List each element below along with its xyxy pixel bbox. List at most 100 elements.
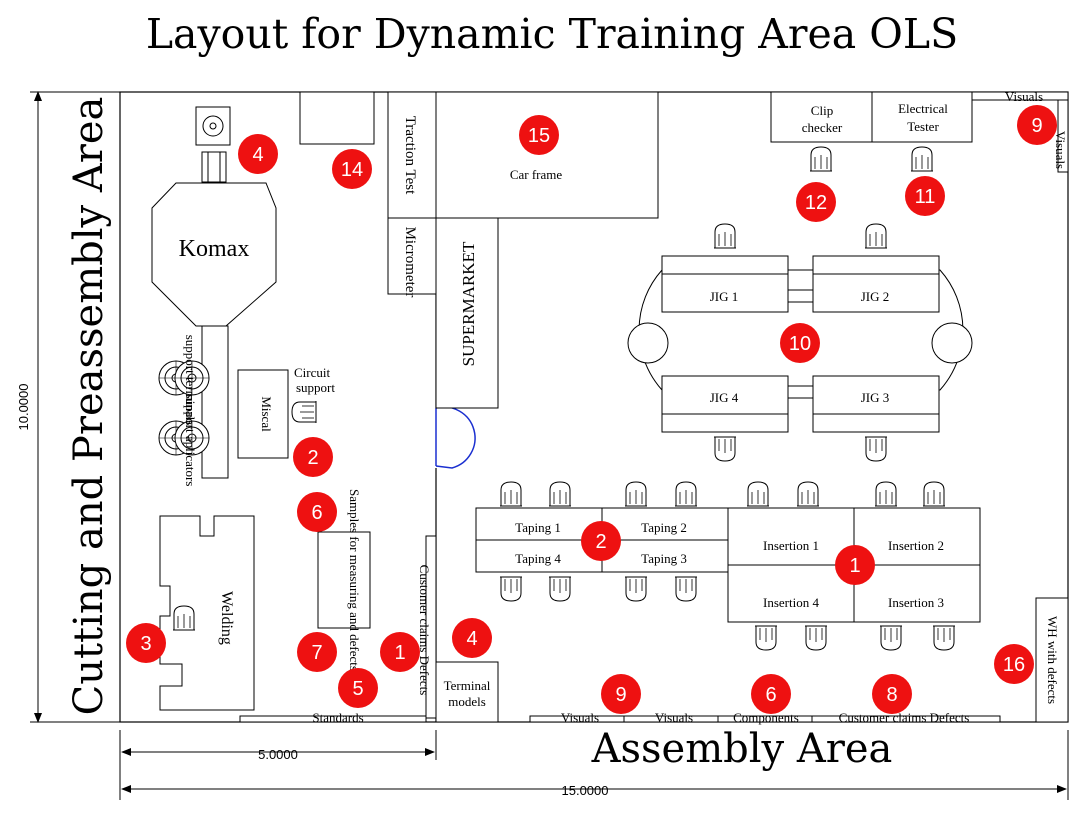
svg-text:15: 15 [528, 125, 550, 147]
badge-9-bottom: 9 [601, 674, 641, 714]
width-total-dimension: 15.0000 [562, 783, 609, 798]
door [435, 406, 476, 469]
cutting-area-label: Cutting and Preassembly Area [66, 97, 112, 716]
miscal-box [237, 369, 289, 459]
svg-text:7: 7 [311, 642, 322, 664]
taping-tables [475, 507, 729, 573]
badge-8: 8 [872, 674, 912, 714]
svg-text:8: 8 [886, 684, 897, 706]
components-label: Components [733, 710, 799, 725]
box-14 [299, 91, 375, 145]
visuals-right-label: Visuals [1053, 131, 1068, 169]
jig-post-right [931, 322, 973, 364]
badge-7: 7 [297, 632, 337, 672]
badge-6-left: 6 [297, 492, 337, 532]
clip-checker-label: Clip [811, 103, 833, 118]
svg-text:4: 4 [252, 144, 263, 166]
wh-defects-shelf [1035, 597, 1069, 723]
svg-text:6: 6 [765, 684, 776, 706]
badge-5: 5 [338, 668, 378, 708]
badge-1-insertion: 1 [835, 545, 875, 585]
terminal-models-box [435, 661, 499, 723]
svg-text:9: 9 [1031, 115, 1042, 137]
customer-claims-vertical-label: Customer claims Defects [417, 565, 432, 696]
svg-text:6: 6 [311, 502, 322, 524]
samples-shelf [317, 531, 371, 629]
jig-1-label: JIG 1 [710, 289, 739, 304]
clip-checker-box [770, 91, 873, 143]
visuals-bottom-2-label: Visuals [655, 710, 693, 725]
badge-10: 10 [780, 323, 820, 363]
badge-2-taping: 2 [581, 521, 621, 561]
badge-14: 14 [332, 149, 372, 189]
circuit-support-chair [291, 400, 317, 424]
svg-text:12: 12 [805, 192, 827, 214]
taping-2-label: Taping 2 [641, 520, 687, 535]
badge-9-top: 9 [1017, 105, 1057, 145]
electrical-tester-label: Electrical [898, 101, 948, 116]
svg-text:2: 2 [595, 531, 606, 553]
traction-test-box [387, 91, 437, 219]
width-left-dimension: 5.0000 [258, 747, 298, 762]
height-dimension: 10.0000 [16, 384, 31, 431]
badge-12: 12 [796, 182, 836, 222]
support-terminals-label: support terminals [183, 335, 198, 426]
svg-text:1: 1 [849, 555, 860, 577]
svg-text:4: 4 [466, 628, 477, 650]
supermarket-rack [435, 217, 499, 409]
micrometer-label: Micrometer [402, 227, 418, 298]
visuals-top-shelf [971, 91, 1069, 101]
support-applicators-label: support aplicators [183, 394, 198, 487]
taping-3-label: Taping 3 [641, 551, 687, 566]
svg-text:5: 5 [352, 678, 363, 700]
jig-4 [661, 375, 789, 433]
welding-station [159, 515, 255, 711]
traction-test-label: Traction Test [402, 116, 418, 195]
standards-shelf [239, 715, 427, 723]
svg-text:11: 11 [915, 186, 936, 208]
assembly-area-label: Assembly Area [591, 726, 893, 772]
insertion-3-label: Insertion 3 [888, 595, 944, 610]
customer-claims-shelf [425, 535, 437, 719]
clip-checker-chair [809, 146, 833, 172]
jig-post-left [627, 322, 669, 364]
micrometer-box [387, 217, 437, 295]
badge-4-terminal: 4 [452, 618, 492, 658]
badge-11: 11 [905, 176, 945, 216]
car-frame [435, 91, 659, 219]
circuit-support-label: Circuit [294, 365, 330, 380]
insertion-2-label: Insertion 2 [888, 538, 944, 553]
svg-text:support: support [296, 380, 335, 395]
komax-machine [151, 106, 277, 479]
samples-label: Samples for measuring and defects [347, 489, 362, 671]
standards-label: Standards [312, 710, 363, 725]
svg-text:16: 16 [1003, 654, 1025, 676]
welding-chair [172, 605, 196, 631]
electrical-tester-chair [910, 146, 934, 172]
badges: 4 14 15 9 12 11 10 2 6 3 7 1 5 4 2 1 9 6… [126, 105, 1057, 714]
jig-2-label: JIG 2 [861, 289, 890, 304]
svg-text:2: 2 [307, 447, 318, 469]
electrical-tester-box [871, 91, 973, 143]
svg-text:Tester: Tester [907, 119, 939, 134]
jig-2 [812, 255, 940, 313]
insertion-4-label: Insertion 4 [763, 595, 819, 610]
badge-3: 3 [126, 623, 166, 663]
svg-text:14: 14 [341, 159, 363, 181]
supermarket-label: SUPERMARKET [459, 241, 478, 366]
badge-1-left: 1 [380, 632, 420, 672]
badge-2-miscal: 2 [293, 437, 333, 477]
svg-text:10: 10 [789, 333, 811, 355]
jig-3 [812, 375, 940, 433]
jig-1 [661, 255, 789, 313]
visuals-top-label: Visuals [1005, 89, 1043, 104]
insertion-1-label: Insertion 1 [763, 538, 819, 553]
badge-6-bottom: 6 [751, 674, 791, 714]
terminal-models-label: Terminal [444, 678, 491, 693]
visuals-right-shelf [1057, 99, 1069, 173]
badge-komax-4: 4 [238, 134, 278, 174]
miscal-label: Miscal [259, 396, 274, 432]
page-title: Layout for Dynamic Training Area OLS [146, 10, 958, 58]
